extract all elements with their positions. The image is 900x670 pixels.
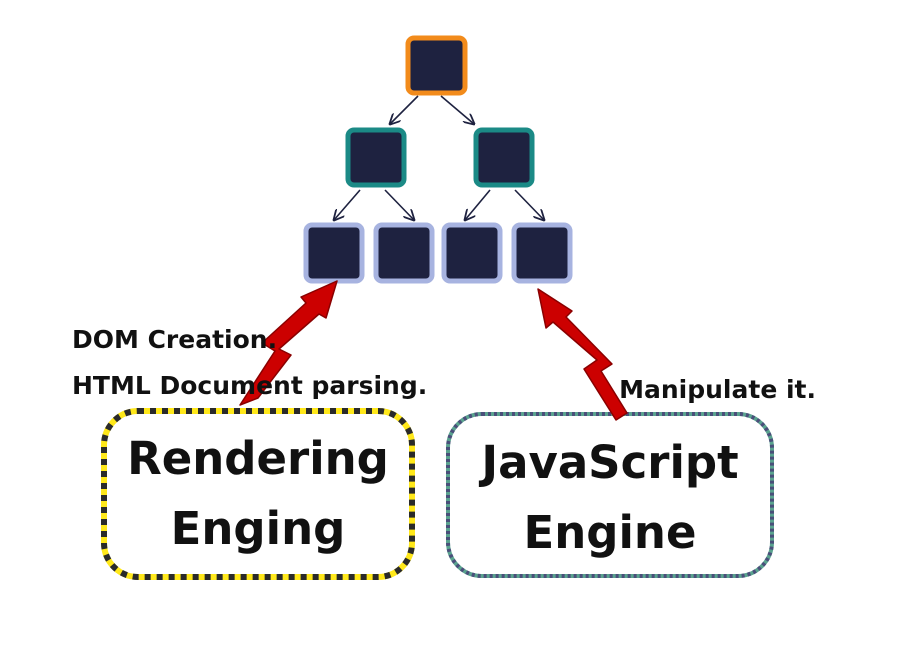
edge-right-leaf3 — [465, 189, 491, 220]
rendering-engine-label: Rendering Enging — [127, 432, 389, 555]
edge-left-leaf1 — [334, 189, 361, 220]
tree-node-leaf-1 — [303, 222, 365, 284]
edge-left-leaf2 — [384, 189, 414, 220]
edge-right-leaf4 — [514, 189, 544, 220]
html-parsing-label: HTML Document parsing. — [72, 371, 428, 400]
lightning-arrow-right — [537, 288, 628, 421]
tree-node-leaf-2 — [373, 222, 435, 284]
manipulate-label: Manipulate it. — [619, 375, 816, 404]
edge-root-left — [390, 95, 419, 124]
javascript-engine-label: JavaScript Engine — [481, 436, 739, 559]
lightning-arrow-left — [239, 280, 338, 406]
edge-root-right — [440, 95, 474, 124]
tree-edges — [334, 95, 544, 220]
tree-node-level2-right — [473, 127, 535, 188]
tree-node-leaf-3 — [441, 222, 503, 284]
tree-node-leaf-4 — [511, 222, 573, 284]
tree-node-level2-left — [345, 127, 407, 188]
tree-node-root — [405, 35, 468, 96]
dom-creation-label: DOM Creation. — [72, 325, 278, 354]
